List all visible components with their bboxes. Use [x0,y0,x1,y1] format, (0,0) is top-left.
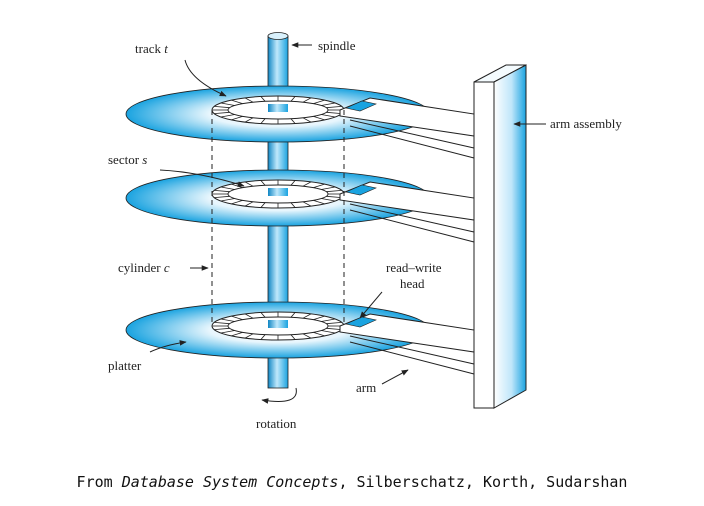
sector-divider [244,181,254,187]
label-platter: platter [108,358,142,373]
sector-divider [260,96,266,102]
sector-divider [321,114,336,118]
sector-divider [302,97,312,103]
label-spindle: spindle [318,38,356,53]
label-track: track t [135,41,168,56]
sector-divider [290,334,296,340]
disk-diagram: spindle track t arm assembly sector s cy… [108,32,622,431]
sector-divider [313,199,325,205]
label-read-write: read–write [386,260,442,275]
sector-divider [244,333,254,339]
sector-divider [260,312,266,318]
sector-divider [214,327,230,331]
arm-assembly [473,64,527,409]
platter-bottom [125,301,431,359]
sector-divider [231,331,243,337]
platter-top [125,85,431,143]
sector-divider [260,334,266,340]
sector-divider [220,186,235,190]
arrow-platter [149,340,187,353]
sector-divider [260,180,266,186]
sector-divider [326,195,342,199]
sector-divider [214,189,230,193]
arrow-arm [381,369,409,385]
sector-divider [214,105,230,109]
sector-divider [321,198,336,202]
sector-divider [244,201,254,207]
sector-divider [231,115,243,121]
sector-divider [220,318,235,322]
sector-divider [231,199,243,205]
sector-divider [214,111,230,115]
sector-divider [290,180,296,186]
sector-divider [231,99,243,105]
caption: From Database System Concepts, Silbersch… [0,473,704,491]
sector-divider [220,330,235,334]
caption-authors: , Silberschatz, Korth, Sudarshan [338,473,628,491]
label-head: head [400,276,425,291]
label-arm: arm [356,380,376,395]
label-sector: sector s [108,152,147,167]
sector-divider [302,333,312,339]
arrow-track [184,59,227,97]
arrow-head [359,291,383,319]
label-arm-assembly: arm assembly [550,116,622,131]
caption-book: Database System Concepts [121,473,339,491]
leader-arrows [149,42,546,404]
sector-divider [326,189,342,193]
sector-divider [290,118,296,124]
sector-divider [220,102,235,106]
label-cylinder: cylinder c [118,260,170,275]
rotation-arrow [261,387,297,404]
caption-prefix: From [76,473,113,491]
arm-bottom [339,313,475,375]
cylinder-lines [211,110,345,326]
arm-top [339,97,475,159]
read-write-head-middle [345,184,377,196]
sector-divider [260,202,266,208]
sector-divider [326,111,342,115]
sector-divider [290,96,296,102]
sector-divider [326,321,342,325]
platter-middle [125,169,431,227]
sector-divider [244,97,254,103]
sector-divider [214,195,230,199]
sector-divider [326,105,342,109]
sector-divider [302,181,312,187]
sector-divider [290,312,296,318]
sector-divider [321,186,336,190]
sector-divider [260,118,266,124]
sector-divider [244,313,254,319]
read-write-head-bottom [345,316,377,328]
sector-divider [321,330,336,334]
sector-divider [313,183,325,189]
sector-divider [220,198,235,202]
arm-middle [339,181,475,243]
sector-divider [220,114,235,118]
sector-divider [302,313,312,319]
sector-divider [313,315,325,321]
sector-divider [214,321,230,325]
sector-divider [313,99,325,105]
sector-divider [313,115,325,121]
arrow-sector [159,169,245,187]
sector-divider [321,318,336,322]
sector-divider [302,201,312,207]
sector-divider [326,327,342,331]
sector-divider [231,315,243,321]
sector-divider [244,117,254,123]
sector-divider [231,183,243,189]
read-write-head-top [345,100,377,112]
sector-divider [302,117,312,123]
sector-divider [313,331,325,337]
sector-divider [290,202,296,208]
sector-divider [321,102,336,106]
label-rotation: rotation [256,416,297,431]
